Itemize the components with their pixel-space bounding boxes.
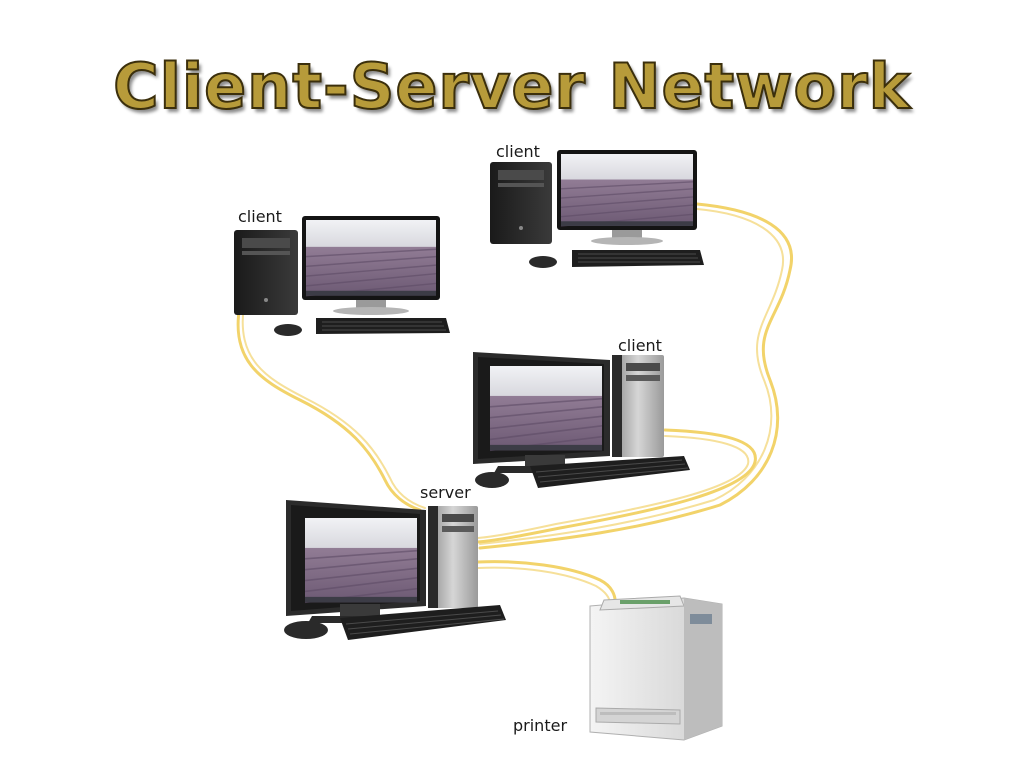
computer-client-top: [490, 150, 704, 268]
cable-server-to-printer-2: [477, 566, 611, 605]
keyboard: [316, 318, 450, 334]
printer-device: [589, 595, 723, 741]
keyboard: [340, 605, 506, 640]
computer-client-middle: [473, 352, 690, 488]
monitor: [557, 150, 697, 245]
mouse: [529, 256, 557, 268]
tower: [490, 162, 552, 244]
cable-mid-client-to-server: [476, 428, 757, 544]
monitor: [473, 352, 610, 473]
slide-title: Client-Server Network: [112, 49, 911, 124]
cable-top-client-to-server: [478, 202, 793, 550]
mouse: [274, 324, 302, 336]
monitor: [302, 216, 440, 315]
network-cables: [236, 202, 793, 606]
cable-mid-client-to-server-2: [477, 435, 750, 539]
mouse: [475, 472, 509, 488]
label-printer: printer: [513, 716, 568, 735]
cable-top-client-to-server-2: [479, 208, 785, 545]
computer-client-left: [234, 216, 450, 336]
label-client-middle: client: [618, 336, 662, 355]
monitor: [286, 500, 426, 623]
cable-left-client-to-server: [236, 303, 422, 512]
label-client-top: client: [496, 142, 540, 161]
keyboard: [530, 456, 690, 488]
mouse: [284, 621, 328, 639]
cable-server-to-printer: [476, 560, 617, 606]
keyboard: [572, 250, 704, 267]
label-client-left: client: [238, 207, 282, 226]
cable-left-client-to-server-2: [241, 304, 426, 509]
computer-server: [284, 500, 506, 640]
label-server: server: [420, 483, 471, 502]
